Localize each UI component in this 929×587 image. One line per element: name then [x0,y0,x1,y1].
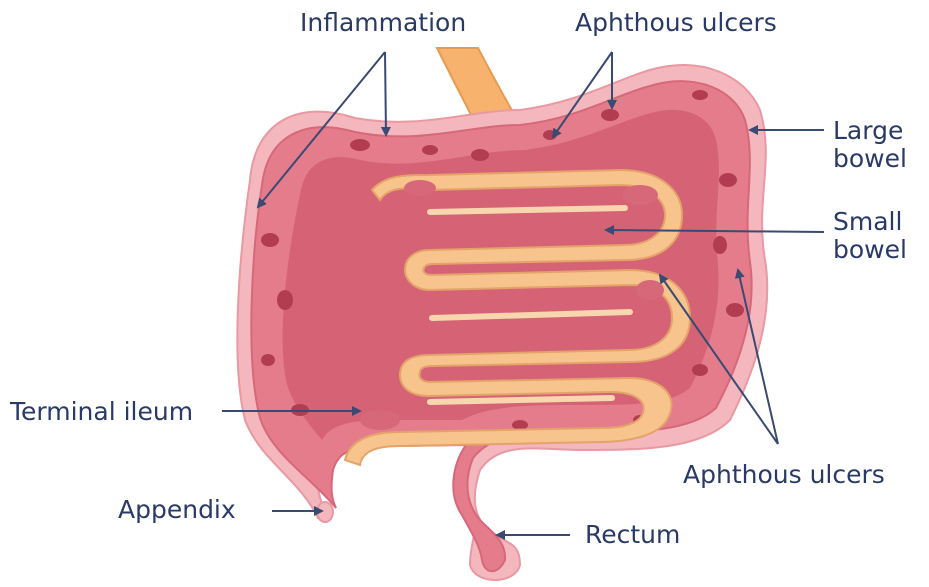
label-small-bowel-line1: Small [833,207,902,236]
label-rectum: Rectum [585,520,680,549]
label-appendix: Appendix [118,495,236,524]
label-large-bowel-line2: bowel [833,144,907,173]
label-aphthous-ulcers-top: Aphthous ulcers [575,8,777,37]
label-terminal-ileum: Terminal ileum [9,397,193,426]
label-small-bowel-line2: bowel [833,235,907,264]
label-large-bowel-line1: Large [833,116,903,145]
label-aphthous-ulcers-bottom: Aphthous ulcers [683,460,885,489]
label-inflammation: Inflammation [300,8,466,37]
